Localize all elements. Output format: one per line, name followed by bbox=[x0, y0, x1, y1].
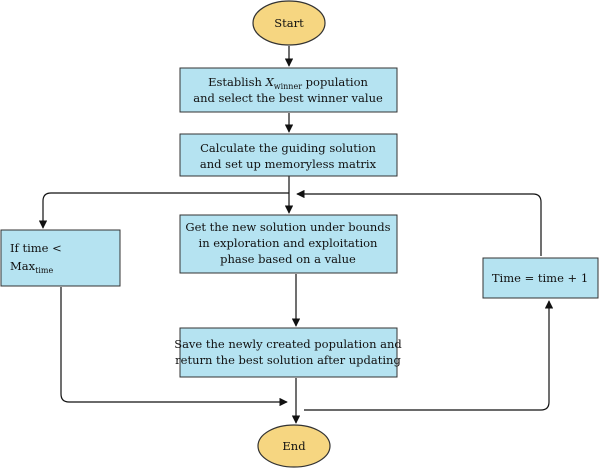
time-increment-node: Time = time + 1 bbox=[482, 257, 599, 299]
new-solution-node: Get the new solution under bounds in exp… bbox=[179, 214, 398, 274]
start-node: Start bbox=[252, 0, 326, 46]
arrow-increment-loop-back bbox=[296, 189, 542, 256]
end-node: End bbox=[257, 424, 331, 468]
start-ellipse bbox=[252, 0, 326, 46]
guiding-line1: Calculate the guiding solution bbox=[200, 141, 376, 155]
condition-line2: Maxtime bbox=[10, 259, 53, 275]
save-line1: Save the newly created population and bbox=[174, 337, 402, 351]
new-solution-box bbox=[179, 214, 398, 274]
time-increment-box bbox=[482, 257, 599, 299]
save-population-node: Save the newly created population and re… bbox=[174, 327, 402, 378]
establish-line2: and select the best winner value bbox=[193, 91, 383, 105]
new-solution-line2: in exploration and exploitation bbox=[199, 236, 379, 250]
arrow-condition-to-merge bbox=[60, 287, 288, 407]
arrow-branch-to-condition bbox=[38, 192, 289, 229]
start-label: Start bbox=[274, 16, 304, 30]
new-solution-line3: phase based on a value bbox=[220, 252, 356, 266]
save-line2: return the best solution after updating bbox=[175, 353, 401, 367]
connectors bbox=[38, 46, 554, 424]
arrow-merge-to-increment bbox=[304, 300, 554, 411]
guiding-solution-node: Calculate the guiding solution and set u… bbox=[179, 133, 398, 177]
end-ellipse bbox=[257, 424, 331, 468]
establish-population-node: Establish Xwinner population and select … bbox=[179, 67, 398, 113]
save-box bbox=[179, 327, 398, 378]
guiding-box bbox=[179, 133, 398, 177]
guiding-line2: and set up memoryless matrix bbox=[200, 157, 377, 171]
time-increment-label: Time = time + 1 bbox=[492, 271, 588, 285]
new-solution-line1: Get the new solution under bounds bbox=[185, 220, 390, 234]
establish-line1: Establish Xwinner population bbox=[208, 75, 368, 91]
condition-box bbox=[0, 229, 121, 287]
condition-line1: If time < bbox=[10, 241, 62, 255]
condition-node: If time < Maxtime bbox=[0, 229, 121, 287]
establish-box bbox=[179, 67, 398, 113]
end-label: End bbox=[282, 439, 306, 453]
